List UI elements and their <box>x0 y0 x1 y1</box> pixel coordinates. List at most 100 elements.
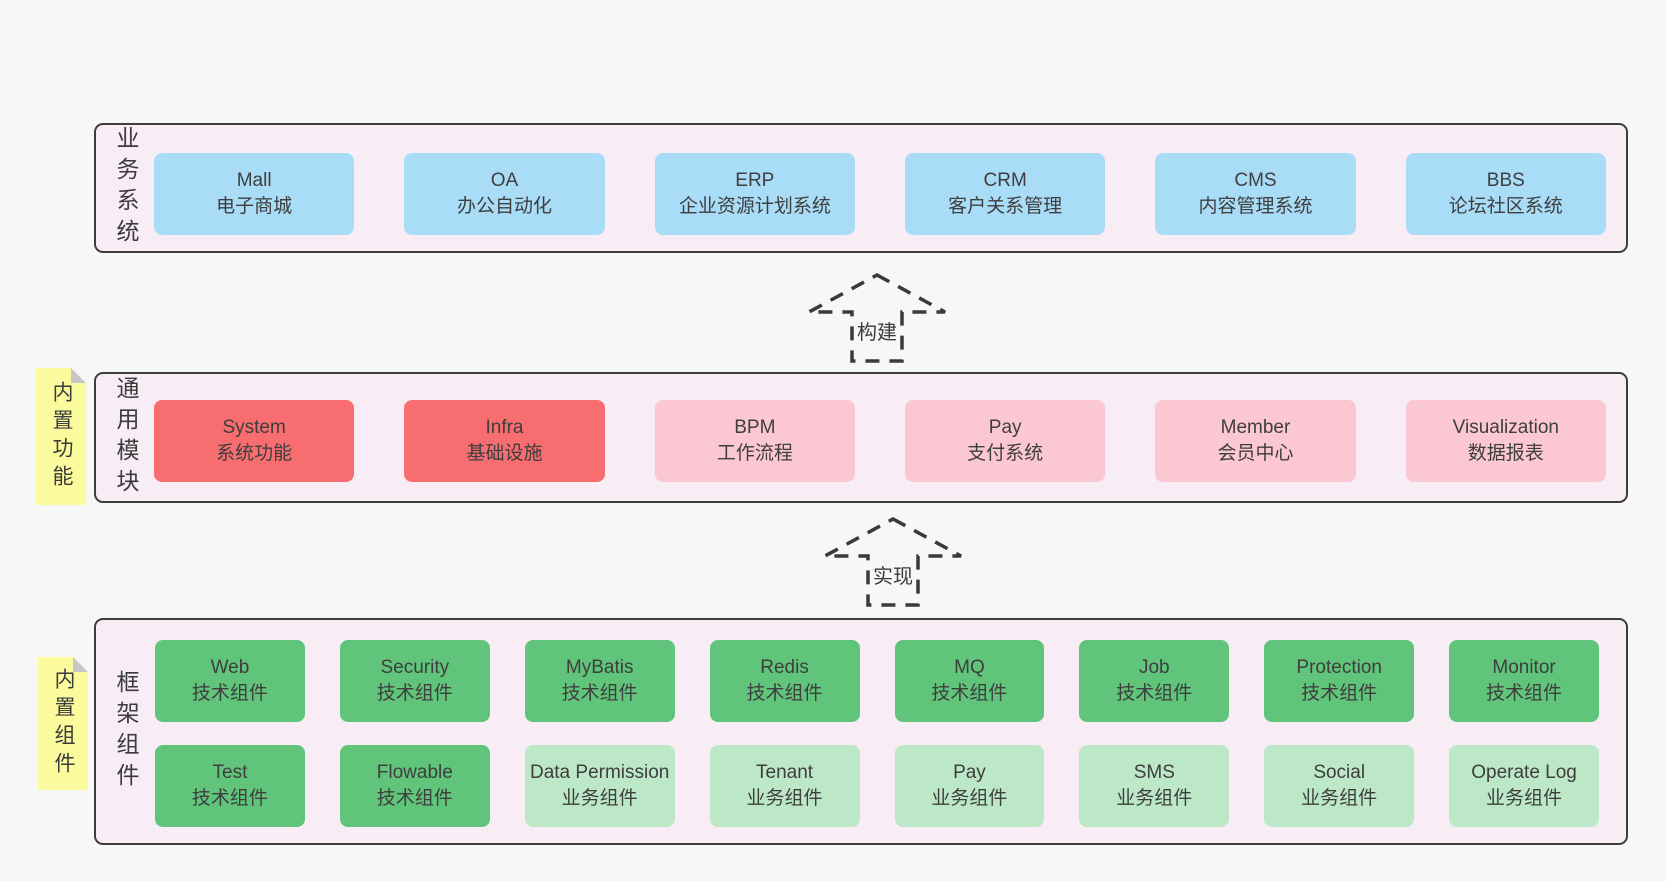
build-arrow: 构建 <box>807 272 947 364</box>
module-box-visualization: Visualization 数据报表 <box>1405 400 1606 482</box>
note-fold-corner-icon <box>73 657 88 672</box>
module-box-infra: Infra 基础设施 <box>404 400 605 482</box>
module-name: Test <box>212 762 248 783</box>
module-name: Pay <box>988 417 1022 438</box>
module-name: Tenant <box>756 762 814 783</box>
build-arrow-label: 构建 <box>857 322 897 344</box>
module-name: ERP <box>735 170 775 191</box>
module-desc: 技术组件 <box>561 683 638 704</box>
module-box-bpm: BPM 工作流程 <box>654 400 855 482</box>
module-desc: 技术组件 <box>191 683 268 704</box>
module-desc: 技术组件 <box>1116 683 1193 704</box>
module-box-tenant: Tenant 业务组件 <box>709 745 860 827</box>
module-desc: 数据报表 <box>1467 443 1544 464</box>
module-box-oa: OA 办公自动化 <box>404 153 605 235</box>
module-name: CRM <box>983 170 1027 191</box>
module-name: Pay <box>953 762 986 783</box>
module-desc: 技术组件 <box>746 683 823 704</box>
module-name: Infra <box>485 417 524 438</box>
module-desc: 业务组件 <box>1116 788 1193 809</box>
module-desc: 电子商城 <box>216 196 293 217</box>
module-desc: 业务组件 <box>561 788 638 809</box>
module-name: MyBatis <box>565 657 634 678</box>
module-name: Protection <box>1296 657 1382 678</box>
module-desc: 业务组件 <box>931 788 1008 809</box>
module-desc: 基础设施 <box>466 443 543 464</box>
module-box-erp: ERP 企业资源计划系统 <box>654 153 855 235</box>
module-box-social: Social 业务组件 <box>1264 745 1415 827</box>
module-name: OA <box>490 170 519 191</box>
dashed-up-arrow-icon <box>808 273 946 363</box>
band-common-modules: 通用模块 System 系统功能 Infra 基础设施 BPM 工作流程 Pay 支付系统 Me… <box>94 372 1628 503</box>
module-name: Redis <box>760 657 809 678</box>
module-desc: 业务组件 <box>746 788 823 809</box>
note-fold-corner-icon <box>71 368 86 383</box>
module-box-mall: Mall 电子商城 <box>154 153 355 235</box>
module-desc: 工作流程 <box>716 443 793 464</box>
module-box-pay: Pay 支付系统 <box>904 400 1106 482</box>
implement-arrow: 实现 <box>823 516 963 608</box>
module-box-security: Security 技术组件 <box>339 640 490 722</box>
module-box-job: Job 技术组件 <box>1079 640 1230 722</box>
band-business-label: 业务系统 <box>113 126 139 250</box>
module-desc: 技术组件 <box>376 788 453 809</box>
module-desc: 支付系统 <box>967 443 1044 464</box>
module-desc: 技术组件 <box>376 683 453 704</box>
module-name: SMS <box>1133 762 1175 783</box>
module-name: Job <box>1138 657 1170 678</box>
module-name: Flowable <box>376 762 453 783</box>
module-desc: 会员中心 <box>1217 443 1294 464</box>
note-components-label: 内置组件 <box>52 667 75 780</box>
module-desc: 技术组件 <box>1301 683 1378 704</box>
note-functions-label: 内置功能 <box>50 380 73 493</box>
module-box-mybatis: MyBatis 技术组件 <box>524 640 675 722</box>
module-box-data-permission: Data Permission 业务组件 <box>524 745 675 827</box>
module-name: Visualization <box>1452 417 1559 438</box>
dashed-up-arrow-icon <box>824 517 962 607</box>
module-desc: 办公自动化 <box>456 196 552 217</box>
module-name: Mall <box>236 170 272 191</box>
module-box-redis: Redis 技术组件 <box>709 640 860 722</box>
module-desc: 业务组件 <box>1486 788 1563 809</box>
module-box-flowable: Flowable 技术组件 <box>339 745 490 827</box>
module-desc: 技术组件 <box>191 788 268 809</box>
sticky-note-built-in-components: 内置组件 <box>38 657 88 790</box>
module-box-web: Web 技术组件 <box>155 640 305 722</box>
module-name: BPM <box>734 417 776 438</box>
module-box-pay: Pay 业务组件 <box>894 745 1045 827</box>
band-modules-label: 通用模块 <box>113 375 139 500</box>
band-components-label: 框架组件 <box>113 669 139 794</box>
module-name: Member <box>1220 417 1291 438</box>
module-desc: 业务组件 <box>1301 788 1378 809</box>
module-desc: 技术组件 <box>1486 683 1563 704</box>
module-desc: 内容管理系统 <box>1198 196 1313 217</box>
module-name: Social <box>1313 762 1366 783</box>
module-name: Data Permission <box>529 762 670 783</box>
module-box-test: Test 技术组件 <box>155 745 305 827</box>
sticky-note-built-in-functions: 内置功能 <box>36 368 86 505</box>
module-box-bbs: BBS 论坛社区系统 <box>1405 153 1606 235</box>
modules-box-row: System 系统功能 Infra 基础设施 BPM 工作流程 Pay 支付系统 Member 会… <box>154 400 1606 482</box>
module-name: System <box>222 417 286 438</box>
module-name: Web <box>210 657 250 678</box>
implement-arrow-label: 实现 <box>873 566 913 588</box>
module-name: MQ <box>954 657 985 678</box>
module-desc: 系统功能 <box>216 443 293 464</box>
module-desc: 企业资源计划系统 <box>678 196 831 217</box>
module-name: Security <box>380 657 450 678</box>
module-name: Monitor <box>1492 657 1556 678</box>
module-box-system: System 系统功能 <box>154 400 355 482</box>
module-box-monitor: Monitor 技术组件 <box>1449 640 1599 722</box>
module-desc: 论坛社区系统 <box>1448 196 1563 217</box>
module-name: BBS <box>1486 170 1525 191</box>
